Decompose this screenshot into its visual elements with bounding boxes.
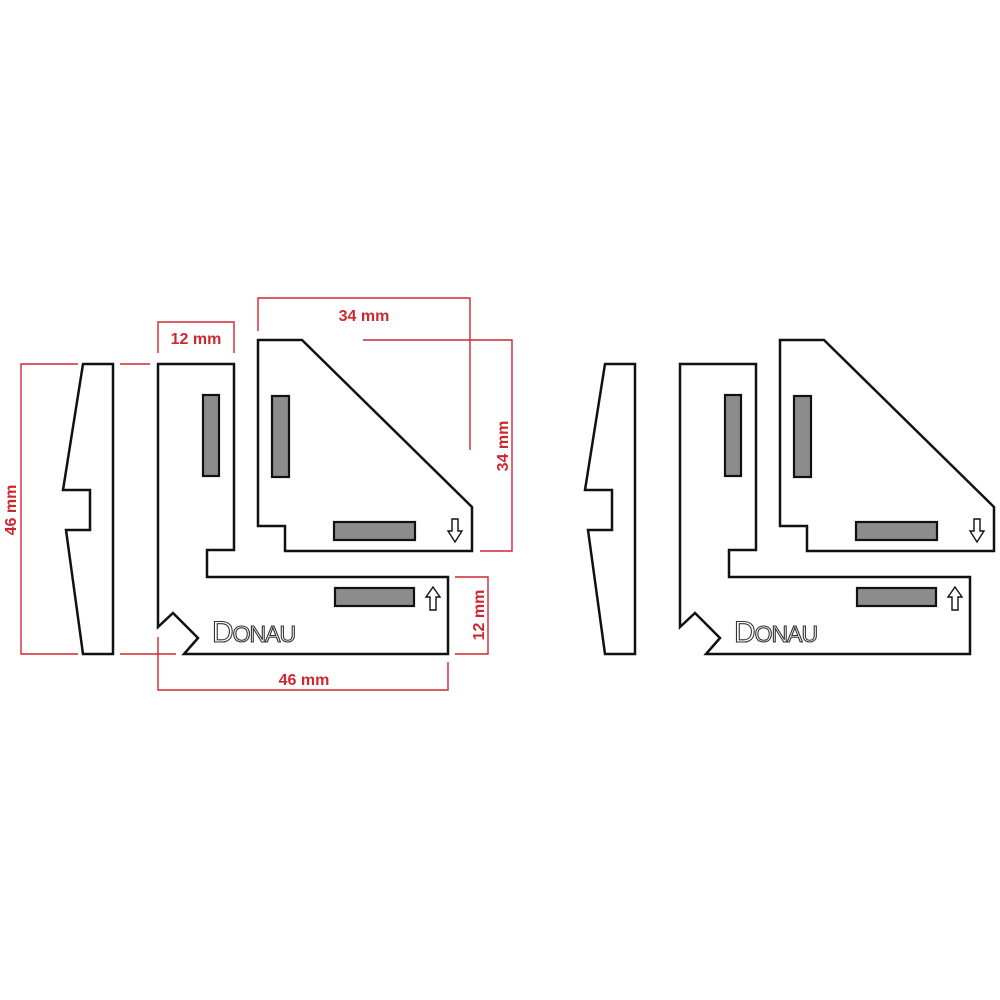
l-shaped-square bbox=[678, 362, 972, 656]
magnet-strip-vertical bbox=[201, 393, 221, 478]
triangle-gusset bbox=[778, 338, 996, 553]
magnet-strip-vertical bbox=[792, 394, 813, 479]
dim-label-12mm-height: 12 mm bbox=[471, 590, 488, 641]
brand-logo: DONAU bbox=[212, 616, 295, 649]
down-arrow-icon bbox=[968, 518, 986, 544]
magnet-strip-horizontal bbox=[332, 520, 417, 542]
dim-label-46mm-width: 46 mm bbox=[279, 672, 330, 689]
dim-12mm-top-bracket bbox=[157, 321, 235, 353]
up-arrow-icon bbox=[946, 585, 964, 611]
dim-34mm-right-bracket bbox=[363, 339, 513, 552]
dim-label-12mm-width: 12 mm bbox=[171, 331, 222, 348]
up-arrow-icon bbox=[424, 585, 442, 611]
magnet-strip-vertical bbox=[270, 394, 291, 479]
tapered-clamp-bar bbox=[583, 362, 637, 656]
dim-12mm-right-bracket bbox=[455, 576, 489, 655]
brand-logo: DONAU bbox=[734, 616, 817, 649]
dim-46mm-height-bracket bbox=[20, 363, 78, 655]
tapered-clamp-bar bbox=[61, 362, 115, 656]
plain-assembly: DONAU bbox=[583, 338, 996, 656]
dimension-lines bbox=[20, 297, 513, 691]
magnet-strip-horizontal bbox=[854, 520, 939, 542]
magnet-strip-horizontal bbox=[333, 586, 416, 608]
dim-label-34mm-height: 34 mm bbox=[495, 421, 512, 472]
dim-34mm-top-bracket bbox=[257, 297, 471, 450]
dim-46mm-bottom-bracket bbox=[157, 637, 449, 691]
l-shaped-square bbox=[156, 362, 450, 656]
magnet-strip-horizontal bbox=[855, 586, 938, 608]
dim-label-34mm-width: 34 mm bbox=[339, 308, 390, 325]
magnet-strip-vertical bbox=[723, 393, 743, 478]
triangle-gusset bbox=[256, 338, 474, 553]
dimensioned-assembly: 46 mm 12 mm 34 mm 34 mm 12 mm 46 mm DONA… bbox=[3, 297, 513, 691]
dim-label-46mm-height: 46 mm bbox=[3, 485, 20, 536]
down-arrow-icon bbox=[446, 518, 464, 544]
